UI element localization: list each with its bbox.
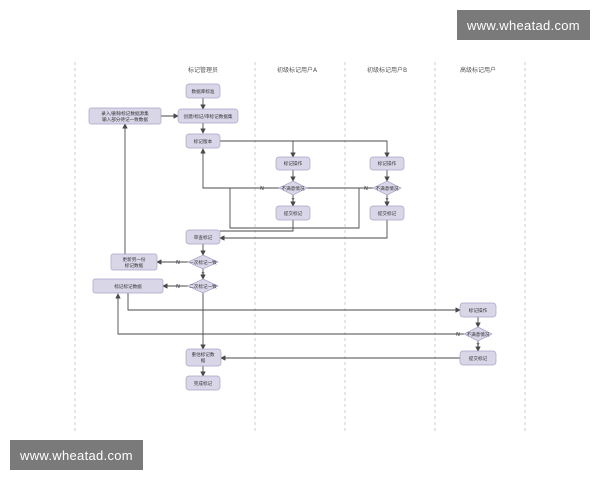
label-s-submit: 提交标记 <box>469 355 488 362</box>
edge-label-s-y: Y <box>475 343 480 349</box>
node-create[interactable] <box>177 108 239 124</box>
edge-label-d2-n: N <box>176 284 180 290</box>
edge-label-b-n: N <box>364 186 368 192</box>
node-manage[interactable] <box>185 229 221 245</box>
label-confirm-1: 重估标记数 <box>192 351 215 358</box>
edge-label-a-y: Y <box>290 198 295 204</box>
watermark-bottom: www.wheatad.com <box>10 440 143 470</box>
edge-label-b-y: Y <box>384 198 389 204</box>
node-import[interactable] <box>88 107 162 125</box>
label-a-decision: 不满意情况 <box>282 185 305 192</box>
lane-header-senior: 高级标记用户 <box>460 66 496 74</box>
node-a-task[interactable] <box>275 156 311 171</box>
node-s-submit[interactable] <box>459 350 497 366</box>
lane-header-manager: 标记管理员 <box>188 66 218 74</box>
label-distribute: 标记版本 <box>194 138 213 145</box>
label-label-data: 标记标记数据 <box>114 283 142 290</box>
watermark-top: www.wheatad.com <box>457 10 590 40</box>
node-confirm[interactable] <box>185 348 222 367</box>
label-b-task: 标记操作 <box>378 160 397 167</box>
node-distribute[interactable] <box>185 133 221 149</box>
lane-header-user-a: 初级标记用户A <box>277 66 318 74</box>
connectors <box>115 98 481 377</box>
edge-label-d1-y: Y <box>200 272 205 278</box>
label-revise-1: 更新另一份 <box>123 256 146 263</box>
label-decision1: 一次标记一致 <box>189 259 217 266</box>
node-label-data[interactable] <box>92 278 164 294</box>
label-start: 数据库标准 <box>192 88 215 95</box>
edge-label-d1-n: N <box>176 260 180 266</box>
label-s-task: 标记操作 <box>469 307 488 314</box>
node-decision1[interactable] <box>187 254 219 270</box>
node-b-task[interactable] <box>369 156 405 171</box>
label-manage: 审查标记 <box>194 234 213 241</box>
node-start[interactable] <box>185 83 221 99</box>
label-import-1: 录入/删除标记数据源集 <box>101 110 149 117</box>
label-revise-2: 标记数据 <box>125 262 144 269</box>
label-import-2: 输入部分待记一致数据 <box>102 116 148 123</box>
label-a-task: 标记操作 <box>284 160 303 167</box>
edge-label-a-n: N <box>260 186 264 192</box>
node-end[interactable] <box>185 375 221 391</box>
node-a-decision[interactable] <box>278 180 308 196</box>
node-a-submit[interactable] <box>275 205 311 221</box>
label-b-submit: 提交标记 <box>378 210 397 217</box>
label-s-decision: 不满意情况 <box>467 331 490 338</box>
label-confirm-2: 据 <box>201 357 206 364</box>
label-decision2: 二次标记一致 <box>189 283 217 290</box>
node-b-decision[interactable] <box>372 180 402 196</box>
lane-header-user-b: 初级标记用户B <box>367 66 407 74</box>
node-b-submit[interactable] <box>369 205 405 221</box>
node-s-decision[interactable] <box>463 326 493 342</box>
label-b-decision: 不满意情况 <box>376 185 399 192</box>
node-decision2[interactable] <box>187 278 219 294</box>
label-end: 完成标记 <box>194 380 213 387</box>
label-a-submit: 提交标记 <box>284 210 303 217</box>
node-revise[interactable] <box>110 253 158 271</box>
node-s-task[interactable] <box>459 302 497 318</box>
label-create: 创建/标记/审标记数据集 <box>183 113 232 120</box>
swimlane-dividers <box>74 62 526 432</box>
edge-label-s-n: N <box>456 332 460 338</box>
